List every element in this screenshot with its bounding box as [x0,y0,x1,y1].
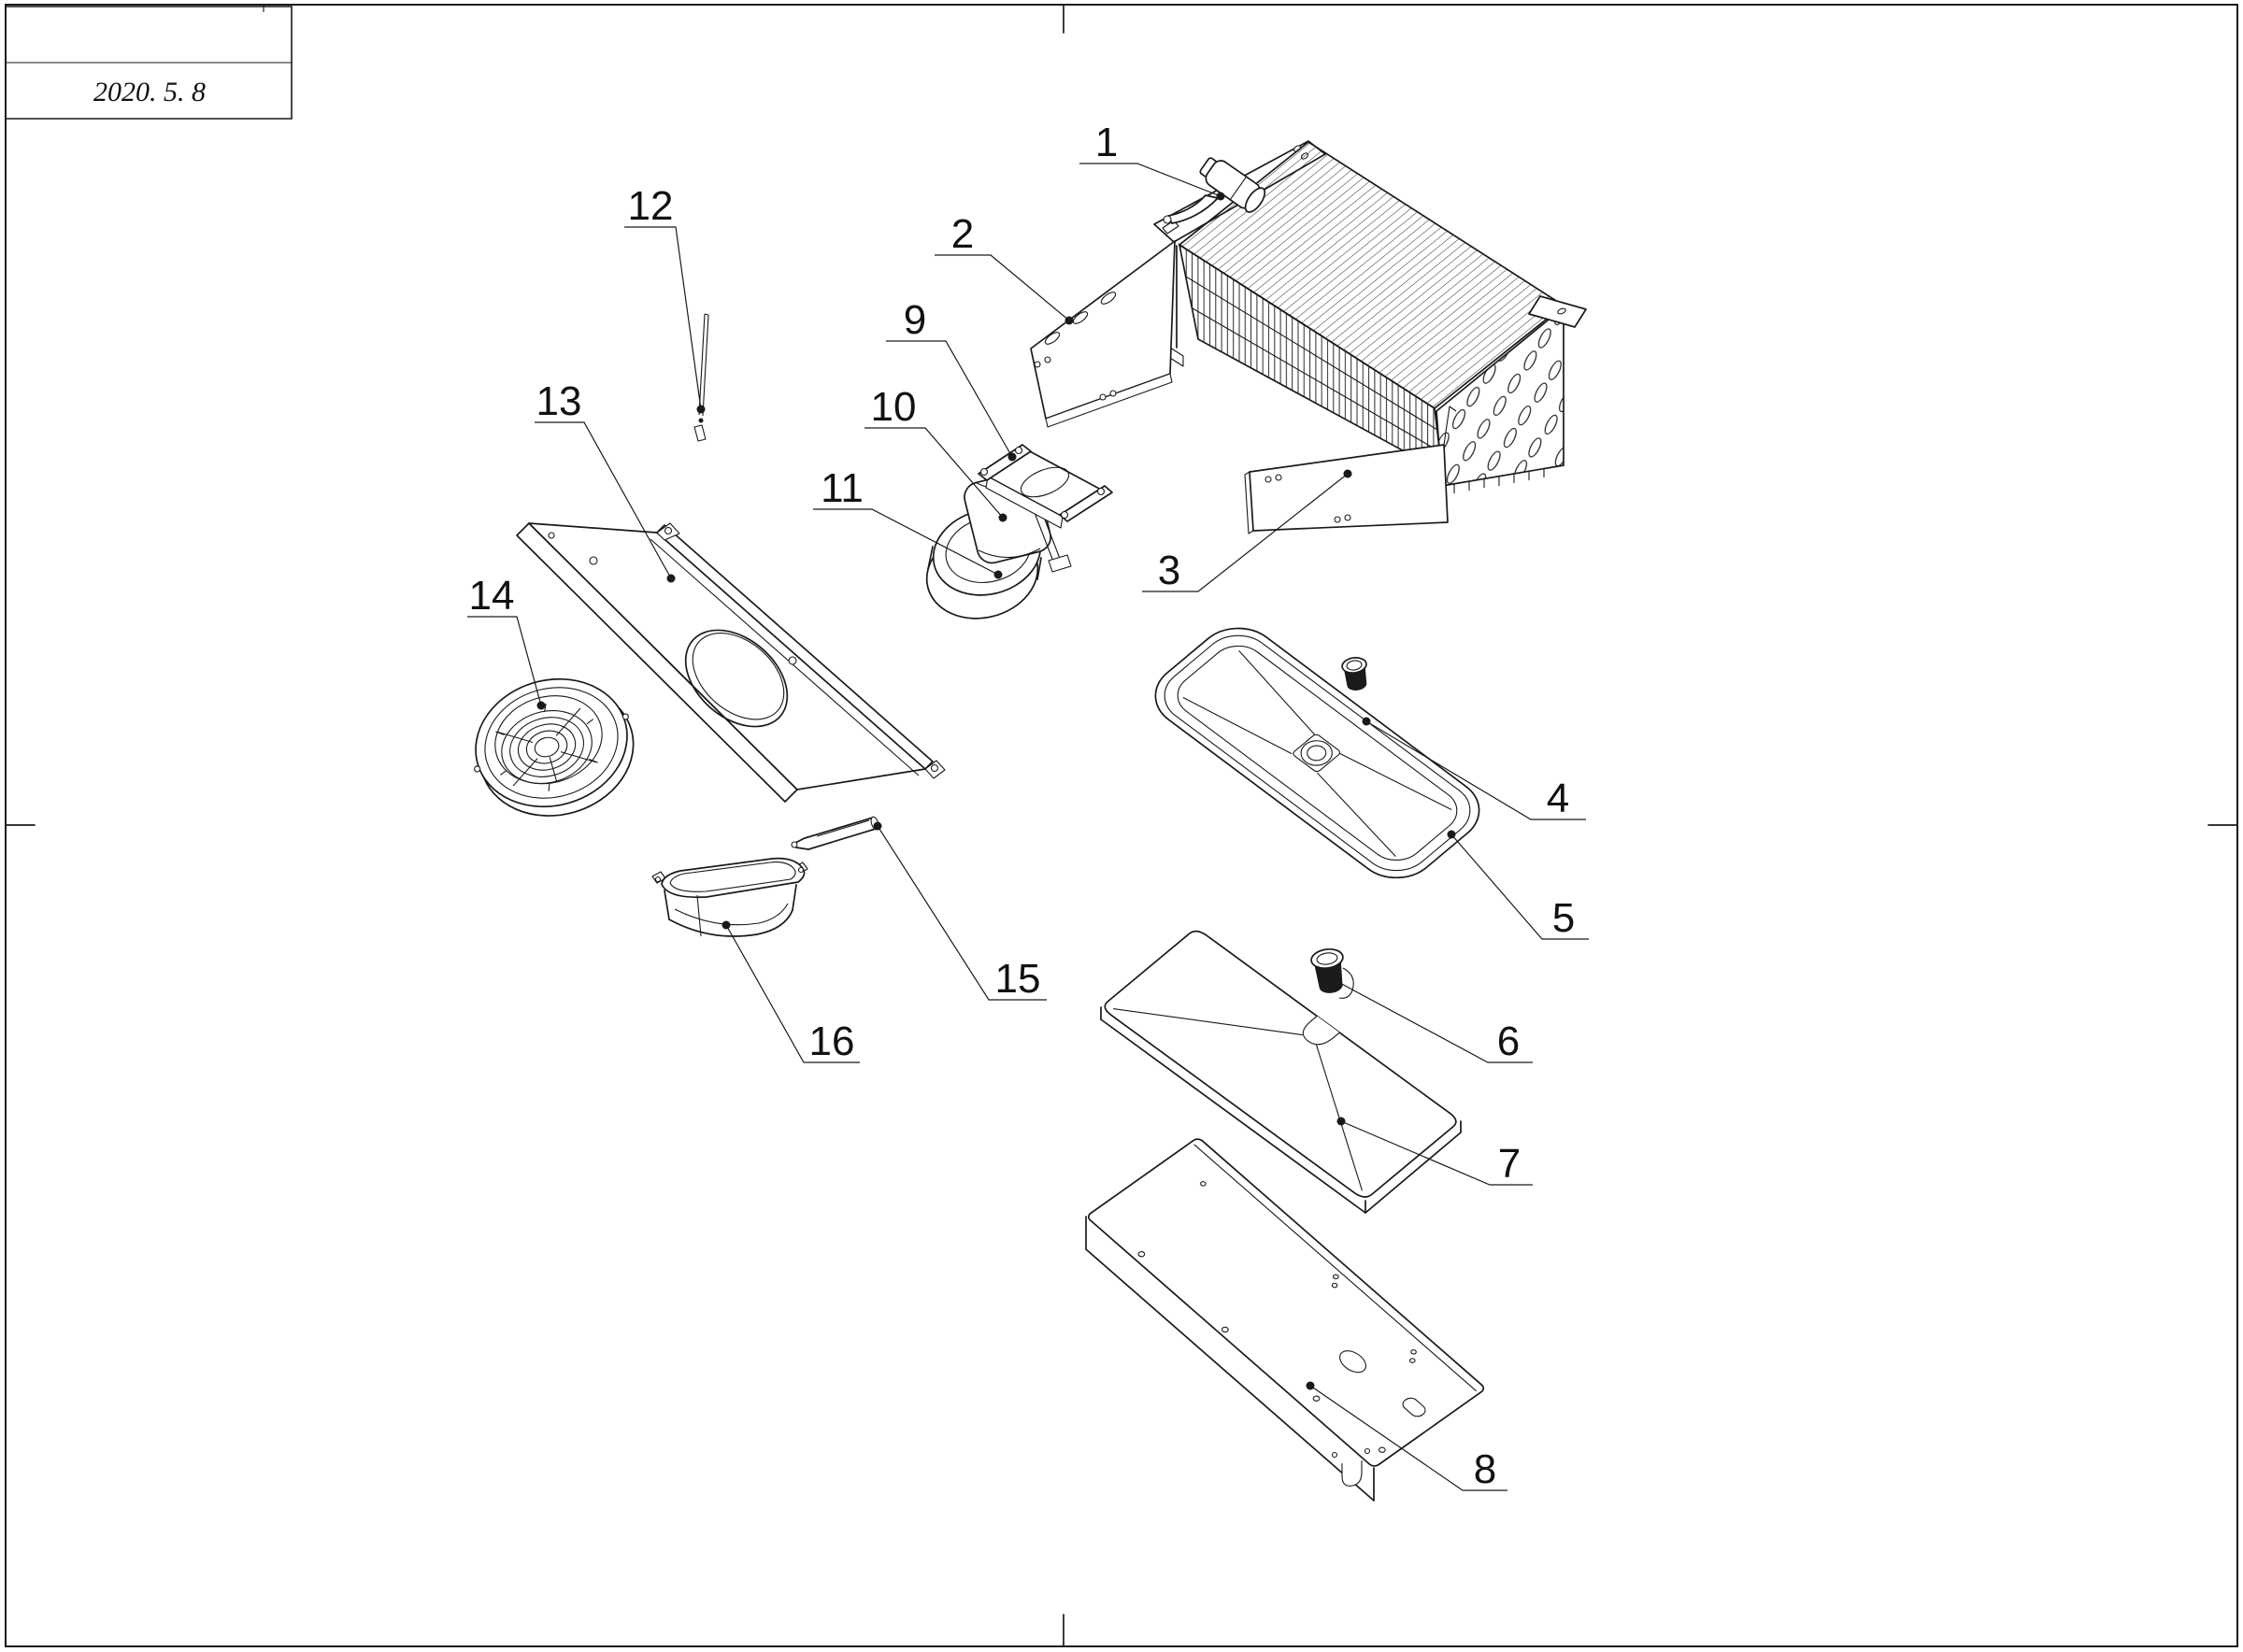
leader-12 [624,227,706,414]
callout-7: 7 [1498,1141,1521,1187]
callout-4: 4 [1547,776,1569,821]
drain-pan-upper [1138,615,1496,891]
tube-end-ticks [1454,468,1544,493]
leader-9 [886,341,1017,462]
callout-11: 11 [821,465,864,511]
leader-16 [721,920,861,1063]
leader-5 [1447,830,1590,940]
callout-5: 5 [1552,895,1575,941]
leader-8 [1306,1381,1508,1491]
leader-lines [467,164,1589,1490]
leader-6 [1332,976,1534,1063]
leader-10 [864,428,1007,522]
callout-labels: 1 2 3 4 5 6 7 8 9 10 11 12 13 14 15 16 [469,120,1576,1492]
leader-4 [1362,717,1587,820]
revision-date: 2020. 5. 8 [93,77,206,107]
base-panel [1086,1137,1486,1501]
callout-1: 1 [1095,120,1118,165]
leader-15 [873,821,1048,1001]
callout-10: 10 [871,384,917,430]
callout-8: 8 [1474,1446,1496,1492]
fan-grille [456,661,650,835]
drip-tray [652,859,807,936]
leader-14 [467,617,546,710]
right-bracket-panel [1245,406,1456,534]
sheet-frame [6,5,2237,1646]
left-bracket-panel [1031,241,1175,427]
callout-15: 15 [995,956,1041,1002]
callout-2: 2 [951,211,974,257]
sensor-clamp [1164,153,1268,223]
callout-6: 6 [1497,1018,1520,1064]
callout-13: 13 [536,378,582,424]
callout-12: 12 [628,183,674,229]
drain-fitting-upper [1341,656,1370,691]
fan-mount-bracket [979,445,1112,528]
duct-panel [517,523,945,802]
leader-13 [535,422,676,583]
evaporator-coil [1031,141,1586,534]
tube [792,816,879,849]
sensor-probe [694,314,708,441]
title-block: 2020. 5. 8 [6,7,292,119]
leader-11 [813,509,1003,579]
callout-3: 3 [1158,548,1180,593]
leader-3 [1142,469,1352,592]
leader-2 [935,255,1074,325]
leader-1 [1079,164,1225,201]
callout-9: 9 [904,297,926,343]
drain-fitting-lower [1310,947,1353,999]
leader-7 [1336,1117,1534,1186]
callout-14: 14 [469,573,515,619]
callout-16: 16 [809,1018,855,1064]
